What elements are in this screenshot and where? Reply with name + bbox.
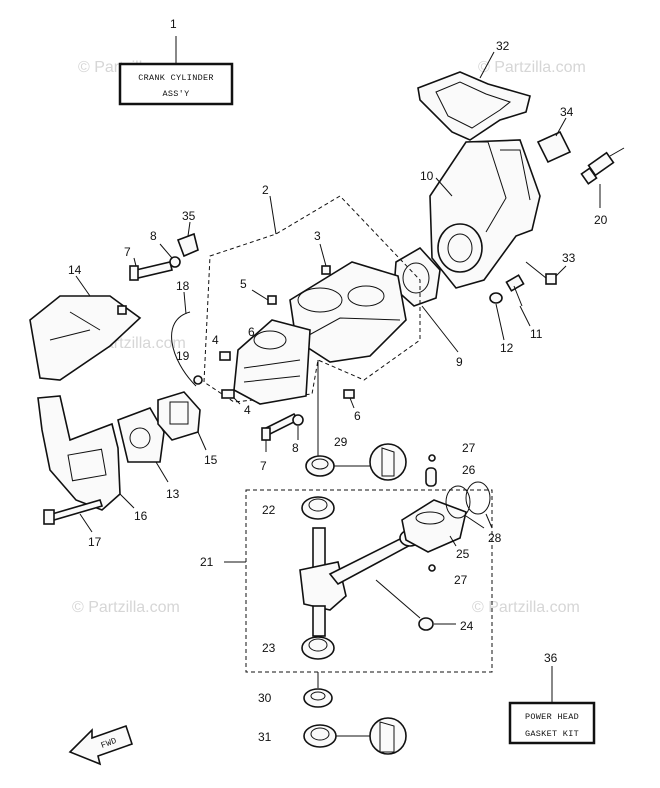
callout-numbers: 1 2 3 4 4 5 6 6 7 7 8 8 9 10 11 12 13 14… (68, 17, 608, 744)
bolt-33-part[interactable] (525, 261, 567, 285)
callout-23: 23 (262, 641, 276, 655)
callout-36: 36 (544, 651, 558, 665)
callout-32: 32 (496, 39, 510, 53)
cylinder-block-part[interactable] (233, 319, 311, 405)
gasket-15-part[interactable] (157, 391, 207, 451)
callout-34: 34 (560, 105, 574, 119)
callout-1: 1 (170, 17, 177, 31)
cylinder-head-part[interactable] (429, 139, 541, 289)
bolt-4-upper-part[interactable] (219, 351, 231, 361)
needle-bearing-24-part[interactable] (375, 579, 456, 631)
power-head-label: POWER HEAD (525, 712, 579, 722)
gasket-kit-label: GASKET KIT (525, 729, 579, 739)
callout-22: 22 (262, 503, 276, 517)
callout-2: 2 (262, 183, 269, 197)
callout-21: 21 (200, 555, 214, 569)
crank-cylinder-assy-box[interactable]: CRANK CYLINDER ASS'Y (118, 36, 234, 106)
callout-5: 5 (240, 277, 247, 291)
power-head-gasket-kit-box[interactable]: POWER HEAD GASKET KIT (508, 666, 596, 745)
callout-28: 28 (488, 531, 502, 545)
callout-26: 26 (462, 463, 476, 477)
callout-30: 30 (258, 691, 272, 705)
plug-5-part[interactable] (251, 289, 277, 305)
callout-14: 14 (68, 263, 82, 277)
plug-3-part[interactable] (319, 243, 331, 275)
callout-9: 9 (456, 355, 463, 369)
watermark-5: © Partzilla.com (472, 599, 580, 616)
crank-cylinder-assy-label: ASS'Y (162, 89, 189, 99)
callout-10: 10 (420, 169, 434, 183)
callout-15: 15 (204, 453, 218, 467)
piston-rings-28-part[interactable] (445, 481, 493, 529)
clip-19-part[interactable] (193, 375, 203, 385)
oil-seal-30-part[interactable] (303, 672, 333, 708)
callout-33: 33 (562, 251, 576, 265)
watermark-2: © Partzilla.com (478, 59, 586, 76)
bolt-11-part[interactable] (505, 274, 531, 327)
callout-25: 25 (456, 547, 470, 561)
callout-7-upper: 7 (124, 245, 131, 259)
bracket-16-part[interactable] (37, 395, 135, 511)
callout-17: 17 (88, 535, 102, 549)
crank-cylinder-label: CRANK CYLINDER (138, 73, 214, 83)
fwd-arrow: FWD (68, 724, 134, 766)
callout-8-upper: 8 (150, 229, 157, 243)
callout-18: 18 (176, 279, 190, 293)
washer-12-part[interactable] (489, 292, 505, 341)
callout-8-lower: 8 (292, 441, 299, 455)
callout-27-lower: 27 (454, 573, 468, 587)
callout-6-upper: 6 (248, 325, 255, 339)
plate-part[interactable] (536, 117, 572, 164)
hose-18-part[interactable] (171, 291, 197, 387)
crankcase-part[interactable] (289, 261, 407, 363)
oil-seal-31-part[interactable] (303, 717, 407, 755)
watermark-4: © Partzilla.com (72, 599, 180, 616)
crankshaft-assy-outline (224, 489, 493, 673)
bearing-22-part[interactable] (301, 496, 335, 520)
piston-pin-26-part[interactable] (425, 467, 437, 487)
callout-16: 16 (134, 509, 148, 523)
piston-25-part[interactable] (401, 499, 467, 553)
callout-4-lower: 4 (244, 403, 251, 417)
callout-7-lower: 7 (260, 459, 267, 473)
callout-3: 3 (314, 229, 321, 243)
callout-31: 31 (258, 730, 272, 744)
bolt-4-lower-part[interactable] (221, 389, 241, 405)
callout-11: 11 (530, 327, 543, 341)
oil-seal-29-part[interactable] (305, 443, 407, 481)
washer-8-lower-part[interactable] (292, 414, 304, 440)
thermo-sensor-part[interactable] (580, 147, 625, 208)
clip-27-lower-part[interactable] (428, 564, 436, 572)
fitting-35-part[interactable] (176, 221, 199, 258)
dowel-6-part[interactable] (343, 389, 355, 409)
washer-8-upper-part[interactable] (159, 243, 181, 268)
callout-12: 12 (500, 341, 514, 355)
bolt-17-part[interactable] (43, 499, 104, 533)
bracket-plate-14-part[interactable] (29, 275, 142, 381)
callout-20: 20 (594, 213, 608, 227)
callout-4-upper: 4 (212, 333, 219, 347)
bolt-7-upper-part[interactable] (129, 257, 173, 281)
callout-6-lower: 6 (354, 409, 361, 423)
exhaust-cover-gasket-part[interactable] (417, 51, 531, 141)
callout-13: 13 (166, 487, 180, 501)
callout-19: 19 (176, 349, 190, 363)
callout-24: 24 (460, 619, 474, 633)
pump-13-part[interactable] (117, 407, 169, 483)
callout-27-upper: 27 (462, 441, 476, 455)
bearing-23-part[interactable] (301, 636, 335, 660)
callout-35: 35 (182, 209, 196, 223)
callout-29: 29 (334, 435, 348, 449)
clip-27-upper-part[interactable] (428, 454, 436, 462)
